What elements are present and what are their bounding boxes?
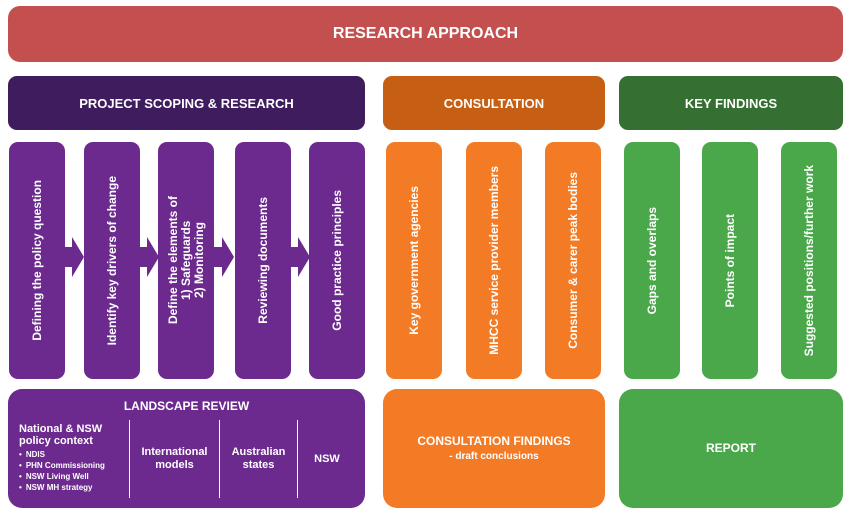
divider [129,420,130,498]
scoping-step: Identify key drivers of change [84,142,140,379]
scoping-step: Defining the policy question [9,142,65,379]
section-title-findings: KEY FINDINGS [684,95,778,111]
consultation-step: MHCC service provider members [466,142,522,379]
consultation-step: Consumer & carer peak bodies [545,142,601,379]
arrow-right-icon [214,237,234,277]
findings-step: Suggested positions/further work [781,142,837,379]
section-header-findings: KEY FINDINGS [619,76,843,130]
consultation-findings-title: CONSULTATION FINDINGS [417,434,571,448]
nsw-column: NSW [298,420,356,498]
scoping-step-label: Define the elements of 1) Safeguards 2) … [165,196,206,325]
scoping-step: Define the elements of 1) Safeguards 2) … [158,142,214,379]
list-item: NDIS [19,449,129,460]
arrow-right-icon [290,237,310,277]
arrow-right-icon [64,237,84,277]
divider [297,420,298,498]
consultation-step: Key government agencies [386,142,442,379]
consultation-findings-subtitle: - draft conclusions [449,451,539,462]
report-title: REPORT [705,441,756,455]
national-policy-title: National & NSW policy context [19,423,103,447]
report-box: REPORT [619,389,843,508]
australian-states-label: Australian states [231,446,286,471]
findings-step: Points of impact [702,142,758,379]
section-header-consultation: CONSULTATION [383,76,605,130]
findings-step: Gaps and overlaps [624,142,680,379]
findings-step-label: Points of impact [722,213,737,308]
international-models-label: International models [141,446,208,471]
list-item: NSW MH strategy [19,482,129,493]
national-policy-context: National & NSW policy context NDIS PHN C… [19,420,129,498]
international-models: International models [130,420,219,498]
scoping-step-label: Reviewing documents [255,197,270,324]
list-item: NSW Living Well [19,471,129,482]
consultation-findings-box: CONSULTATION FINDINGS - draft conclusion… [383,389,605,508]
australian-states: Australian states [220,420,297,498]
national-policy-list: NDIS PHN Commissioning NSW Living Well N… [19,449,129,493]
landscape-review-box: LANDSCAPE REVIEW National & NSW policy c… [8,389,365,508]
section-title-consultation: CONSULTATION [443,95,545,111]
arrow-right-icon [139,237,159,277]
banner-title: RESEARCH APPROACH [332,25,519,42]
findings-step-label: Suggested positions/further work [801,164,816,357]
landscape-review-title: LANDSCAPE REVIEW [123,399,250,413]
findings-step-label: Gaps and overlaps [644,206,659,315]
nsw-label: NSW [314,452,340,465]
section-title-scoping: PROJECT SCOPING & RESEARCH [79,95,294,111]
scoping-step-label: Defining the policy question [29,180,44,341]
research-approach-banner: RESEARCH APPROACH [8,6,843,62]
scoping-step-label: Good practice principles [329,190,344,331]
consultation-step-label: Key government agencies [406,186,421,335]
scoping-step-label: Identify key drivers of change [104,175,119,346]
section-header-scoping: PROJECT SCOPING & RESEARCH [8,76,365,130]
scoping-step: Reviewing documents [235,142,291,379]
consultation-step-label: Consumer & carer peak bodies [565,172,580,349]
scoping-step: Good practice principles [309,142,365,379]
consultation-step-label: MHCC service provider members [486,166,501,355]
divider [219,420,220,498]
list-item: PHN Commissioning [19,460,129,471]
